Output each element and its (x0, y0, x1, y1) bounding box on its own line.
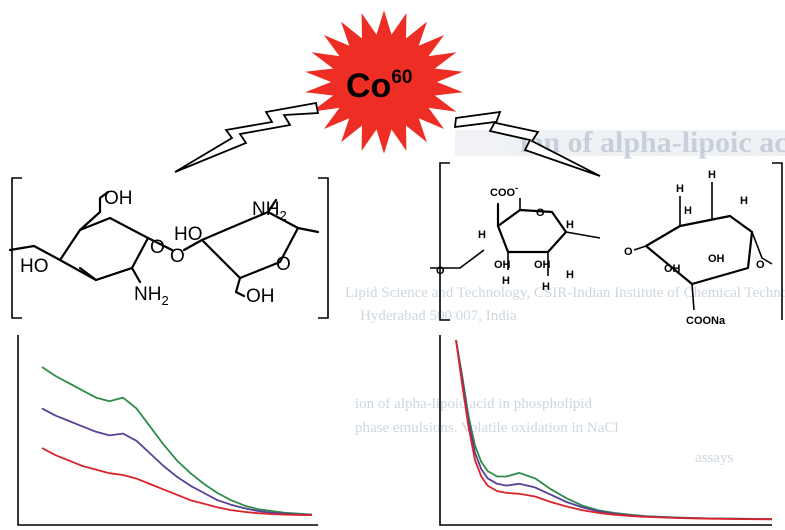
chitosan-oh-top: OH (104, 188, 133, 209)
chitosan-ch2oh-2 (234, 276, 246, 298)
alginate-coona: COONa (686, 315, 726, 327)
alginate-h7: H (708, 169, 716, 181)
chitosan-o-link: O (170, 246, 185, 267)
plot-left-axes (17, 335, 318, 526)
plot-right-series-2 (455, 339, 773, 521)
background-text-5: assays (695, 450, 733, 466)
lightning-left-icon (174, 101, 320, 173)
chitosan-nh2-bottom: NH2 (134, 284, 169, 308)
alginate-structure: COO- O H OH OH H H H H O H H H H OH OH O… (430, 162, 783, 327)
spectrum-plot-left (17, 335, 318, 526)
alginate-oh1: OH (494, 259, 511, 271)
chitosan-o-ring2: O (276, 254, 291, 275)
chitosan-link-bond-a (146, 236, 174, 252)
alginate-o-link: O (624, 246, 633, 258)
plot-left-series-1 (41, 407, 312, 516)
background-text: ion of alpha-lipoic acid in porcine ... … (345, 126, 785, 466)
background-text-2: Hyderabad 500 007, India (360, 308, 517, 324)
alginate-ring-1 (496, 208, 568, 254)
alginate-h4: H (566, 269, 574, 281)
alginate-h5: H (566, 219, 574, 231)
chitosan-bracket-left (11, 177, 22, 319)
alginate-o-ring2: O (756, 259, 765, 271)
source-isotope: 60 (391, 67, 412, 88)
chitosan-bracket-right (318, 177, 329, 319)
alginate-h2: H (502, 275, 510, 287)
alginate-oh2: OH (534, 259, 551, 271)
background-text-4: phase emulsions. Volatile oxidation in N… (355, 420, 619, 436)
alginate-bracket-right (772, 162, 783, 320)
alginate-o-ring1: O (536, 207, 545, 219)
alginate-oh3: OH (664, 263, 681, 275)
chitosan-chain-left (8, 244, 62, 262)
chitosan-oh-bottom: OH (246, 286, 275, 307)
background-text-0: ion of alpha-lipoic acid in porcine ... (520, 126, 785, 159)
alginate-substituents-1 (507, 198, 601, 276)
alginate-bracket-left (439, 162, 450, 321)
chitosan-chain-right (296, 226, 320, 234)
background-text-3: ion of alpha-lipoic acid in phospholipid (355, 396, 593, 412)
spectrum-plot-right (439, 335, 773, 526)
chitosan-nh2-top: NH2 (252, 199, 287, 223)
plot-left-series-0 (41, 366, 313, 516)
alginate-h9: H (740, 195, 748, 207)
chitosan-ho-bond-1 (78, 266, 98, 282)
chitosan-link-bond-b (182, 238, 204, 252)
source-element: Co (346, 67, 391, 105)
alginate-h1: H (478, 229, 486, 241)
alginate-h3: H (542, 281, 550, 293)
chitosan-nh2-bond-2 (266, 198, 278, 214)
alginate-chain-left (430, 249, 485, 269)
alginate-h6: H (676, 183, 684, 195)
source-label: Co60 (346, 67, 412, 105)
chitosan-ho-left: HO (20, 256, 49, 277)
alginate-h8: H (684, 205, 692, 217)
alginate-ring-2 (644, 214, 754, 286)
plot-right-axes (439, 335, 772, 526)
alginate-substituents-2 (633, 182, 773, 311)
burst-icon (305, 10, 463, 154)
chitosan-structure: OH HO NH2 O O HO NH2 O OH (8, 177, 329, 319)
cobalt-source: Co60 (305, 10, 463, 154)
chitosan-ho-ring2: HO (174, 224, 203, 245)
chitosan-o-ring1: O (150, 237, 165, 258)
lightning-right-icon (453, 110, 601, 177)
plot-left-series-2 (41, 447, 313, 516)
chitosan-nh2-bond-1 (130, 266, 142, 284)
background-text-1: Lipid Science and Technology, CSIR-India… (345, 285, 785, 301)
chitosan-ch2oh-1 (78, 190, 110, 232)
alginate-o-left: O (436, 265, 445, 277)
alginate-coo: COO- (490, 183, 518, 199)
alginate-oh4: OH (708, 253, 725, 265)
